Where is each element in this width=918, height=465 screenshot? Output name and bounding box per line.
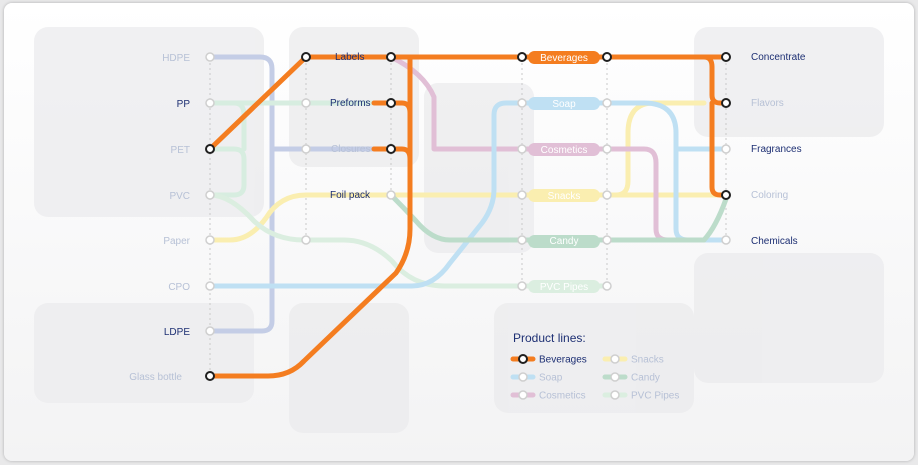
legend-node	[610, 354, 620, 364]
node-pvcpipes-in[interactable]	[517, 281, 527, 291]
node-fragrances[interactable]	[721, 144, 731, 154]
component-label-closures[interactable]: Closures	[331, 144, 370, 155]
route-hdpe-ldpe	[207, 54, 275, 334]
legend-item-soap[interactable]: Soap	[510, 372, 563, 384]
legend-node	[610, 372, 620, 382]
route-soap	[207, 100, 727, 289]
node-labels-left[interactable]	[301, 52, 311, 62]
material-label-glass-bottle[interactable]: Glass bottle	[129, 372, 182, 383]
node-closures[interactable]	[386, 144, 396, 154]
component-label-preforms[interactable]: Preforms	[330, 98, 371, 109]
legend-node	[518, 390, 528, 400]
route-candy	[388, 192, 729, 243]
node-preforms[interactable]	[386, 98, 396, 108]
legend-label: Snacks	[631, 355, 664, 366]
output-label-flavors[interactable]: Flavors	[751, 98, 784, 109]
material-label-paper: Paper	[163, 236, 190, 247]
node-foil[interactable]	[386, 190, 396, 200]
diagram-frame: HDPE PP PET PVC Paper CPO LDPE Glass bot…	[4, 3, 914, 461]
node-preforms-left[interactable]	[301, 98, 311, 108]
node-cpo[interactable]	[205, 281, 215, 291]
node-candy-in[interactable]	[517, 235, 527, 245]
node-beverages-out[interactable]	[602, 52, 612, 62]
product-label-beverages[interactable]: Beverages	[540, 53, 588, 64]
material-label-hdpe: HDPE	[162, 53, 190, 64]
legend-node	[518, 354, 528, 364]
legend-item-pvc-pipes[interactable]: PVC Pipes	[602, 390, 679, 402]
legend-item-snacks[interactable]: Snacks	[602, 354, 664, 366]
node-beverages-in[interactable]	[517, 52, 527, 62]
route-paper-snacks	[207, 192, 727, 243]
node-labels[interactable]	[386, 52, 396, 62]
node-pvcpipes-out[interactable]	[602, 281, 612, 291]
product-label-soap: Soap	[552, 99, 576, 110]
node-concentrate[interactable]	[721, 52, 731, 62]
product-label-snacks: Snacks	[548, 191, 581, 202]
legend-item-candy[interactable]: Candy	[602, 372, 660, 384]
output-label-concentrate[interactable]: Concentrate	[751, 52, 806, 63]
node-glass[interactable]	[205, 371, 215, 381]
station-nodes	[205, 52, 731, 381]
node-pvc[interactable]	[205, 190, 215, 200]
legend-item-beverages[interactable]: Beverages	[510, 354, 587, 366]
node-soap-out[interactable]	[602, 98, 612, 108]
background-blocks	[34, 27, 884, 433]
material-label-pp: PP	[177, 99, 191, 110]
node-cosmetics-out[interactable]	[602, 144, 612, 154]
component-label-foil-pack: Foil pack	[330, 190, 371, 201]
route-pvc-candy	[207, 192, 610, 289]
node-closures-left[interactable]	[301, 144, 311, 154]
node-snacks-out[interactable]	[602, 190, 612, 200]
product-label-pvc-pipes: PVC Pipes	[540, 282, 588, 293]
legend-label: Beverages	[539, 355, 587, 366]
legend-label: Cosmetics	[539, 391, 586, 402]
legend-title: Product lines:	[513, 331, 586, 345]
node-candy-out[interactable]	[602, 235, 612, 245]
node-coloring[interactable]	[721, 190, 731, 200]
product-label-cosmetics: Cosmetics	[541, 145, 588, 156]
material-label-pvc: PVC	[169, 191, 190, 202]
node-soap-in[interactable]	[517, 98, 527, 108]
legend-node	[518, 372, 528, 382]
legend-label: Candy	[631, 373, 660, 384]
material-label-pet[interactable]: PET	[171, 145, 190, 156]
route-pet-pvc-green	[207, 146, 247, 198]
legend-node	[610, 390, 620, 400]
product-labels: Beverages Soap Cosmetics Snacks Candy PV…	[540, 53, 588, 293]
component-label-labels[interactable]: Labels	[335, 52, 364, 63]
legend-label: Soap	[539, 373, 563, 384]
material-label-ldpe: LDPE	[164, 327, 190, 338]
component-labels: Labels Preforms Closures Foil pack	[330, 52, 371, 201]
faded-product-pills	[528, 97, 600, 293]
material-label-cpo: CPO	[168, 282, 190, 293]
node-paper[interactable]	[205, 235, 215, 245]
material-labels: HDPE PP PET PVC Paper CPO LDPE Glass bot…	[129, 53, 190, 383]
node-paper-mid[interactable]	[301, 235, 311, 245]
supply-chain-map: HDPE PP PET PVC Paper CPO LDPE Glass bot…	[34, 27, 884, 433]
output-label-fragrances: Fragrances	[751, 144, 802, 155]
beverages-pill[interactable]	[528, 51, 600, 64]
output-label-chemicals: Chemicals	[751, 236, 798, 247]
output-label-coloring[interactable]: Coloring	[751, 190, 788, 201]
legend-item-cosmetics[interactable]: Cosmetics	[510, 390, 586, 402]
node-flavors[interactable]	[721, 98, 731, 108]
node-pet[interactable]	[205, 144, 215, 154]
node-cosmetics-in[interactable]	[517, 144, 527, 154]
legend-label: PVC Pipes	[631, 391, 679, 402]
node-snacks-in[interactable]	[517, 190, 527, 200]
node-hdpe[interactable]	[205, 52, 215, 62]
output-labels: Concentrate Flavors Fragrances Coloring …	[751, 52, 806, 247]
node-pp[interactable]	[205, 98, 215, 108]
node-chemicals[interactable]	[721, 235, 731, 245]
product-label-candy: Candy	[550, 236, 579, 247]
node-ldpe[interactable]	[205, 326, 215, 336]
